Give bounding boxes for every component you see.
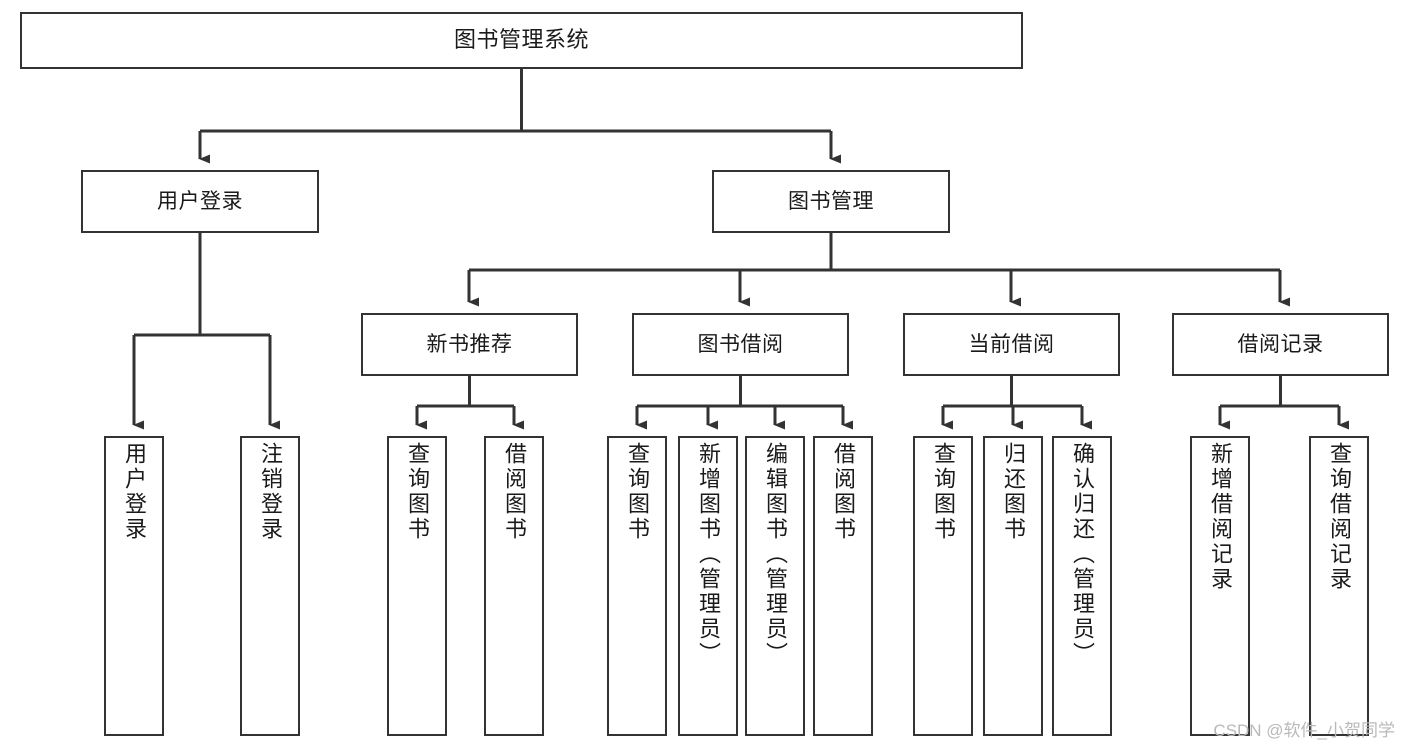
node-label: 查询图书 <box>931 442 956 542</box>
node-new-book-recommend[interactable]: 新书推荐 <box>361 313 578 376</box>
leaf-borrow-book-borrow[interactable]: 借阅图书 <box>813 436 873 736</box>
leaf-borrow-book-newbook[interactable]: 借阅图书 <box>484 436 544 736</box>
node-label: 用户登录 <box>122 442 147 542</box>
node-label: 用户登录 <box>157 189 243 213</box>
leaf-user-login[interactable]: 用户登录 <box>104 436 164 736</box>
node-label: 图书管理 <box>788 189 874 213</box>
node-label: 查询图书 <box>625 442 650 542</box>
node-label: 查询图书 <box>405 442 430 542</box>
node-borrow-record[interactable]: 借阅记录 <box>1172 313 1389 376</box>
node-label: 当前借阅 <box>968 332 1055 356</box>
node-book-borrow[interactable]: 图书借阅 <box>632 313 849 376</box>
node-label: 确认归还（管理员） <box>1070 442 1095 667</box>
node-label: 查询借阅记录 <box>1327 442 1352 592</box>
node-label: 注销登录 <box>258 442 283 542</box>
leaf-edit-book-admin[interactable]: 编辑图书（管理员） <box>745 436 805 736</box>
node-label: 借阅记录 <box>1237 332 1324 356</box>
node-label: 借阅图书 <box>831 442 856 542</box>
node-label: 图书借阅 <box>697 332 784 356</box>
node-root-system[interactable]: 图书管理系统 <box>20 12 1023 69</box>
leaf-confirm-return-admin[interactable]: 确认归还（管理员） <box>1052 436 1112 736</box>
node-label: 借阅图书 <box>502 442 527 542</box>
leaf-query-borrow-record[interactable]: 查询借阅记录 <box>1309 436 1369 736</box>
leaf-query-book-borrow[interactable]: 查询图书 <box>607 436 667 736</box>
node-book-management[interactable]: 图书管理 <box>712 170 950 233</box>
leaf-query-book-newbook[interactable]: 查询图书 <box>387 436 447 736</box>
node-user-login[interactable]: 用户登录 <box>81 170 319 233</box>
leaf-logout[interactable]: 注销登录 <box>240 436 300 736</box>
node-label: 图书管理系统 <box>453 27 589 53</box>
node-label: 新书推荐 <box>426 332 513 356</box>
node-label: 新增图书（管理员） <box>696 442 721 667</box>
node-label: 新增借阅记录 <box>1208 442 1233 592</box>
leaf-query-book-current[interactable]: 查询图书 <box>913 436 973 736</box>
leaf-add-borrow-record[interactable]: 新增借阅记录 <box>1190 436 1250 736</box>
leaf-add-book-admin[interactable]: 新增图书（管理员） <box>678 436 738 736</box>
node-current-borrow[interactable]: 当前借阅 <box>903 313 1120 376</box>
node-label: 编辑图书（管理员） <box>763 442 788 667</box>
connector-group <box>132 69 1349 430</box>
leaf-return-book[interactable]: 归还图书 <box>983 436 1043 736</box>
node-label: 归还图书 <box>1001 442 1026 542</box>
